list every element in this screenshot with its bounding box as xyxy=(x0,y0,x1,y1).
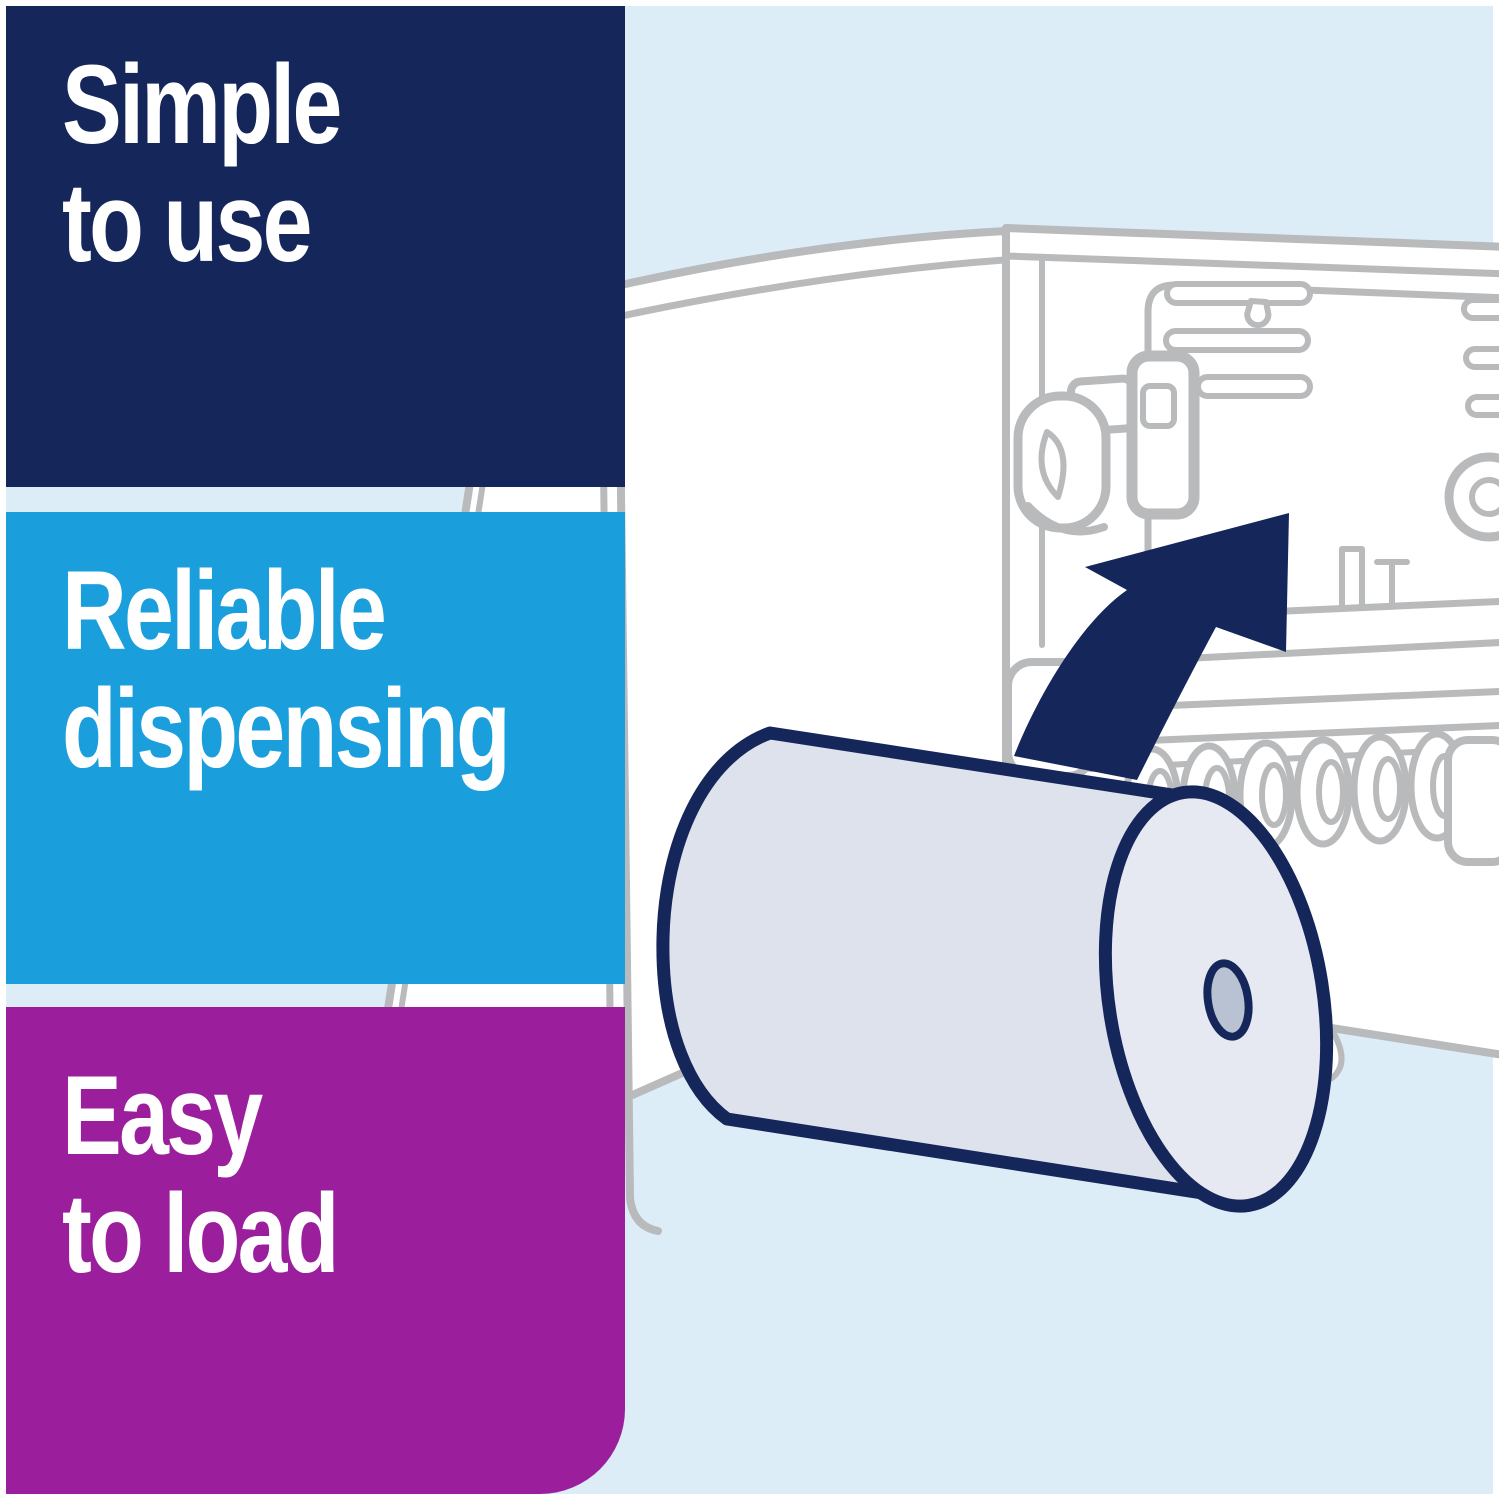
paper-roll-core-hole xyxy=(1203,959,1253,1041)
banner-text: Simple to use xyxy=(62,42,342,285)
latch-leaf-detail xyxy=(1038,429,1067,500)
keyhole-slot xyxy=(1463,346,1499,370)
keyhole-drop xyxy=(1244,298,1272,329)
banner-line: Reliable xyxy=(62,548,387,673)
pin xyxy=(1339,546,1365,615)
keyhole-slot xyxy=(1465,394,1499,418)
keyhole-slot xyxy=(1164,281,1313,306)
roller-hub xyxy=(1259,762,1289,828)
banner-text: Reliable dispensing xyxy=(62,548,511,791)
banner-text: Easy to load xyxy=(62,1053,340,1296)
latch-hook xyxy=(1024,502,1108,536)
keyhole-slot xyxy=(1195,374,1313,399)
banner-line: dispensing xyxy=(62,666,511,791)
roller-end-cylinder xyxy=(1444,736,1499,866)
paper-roll xyxy=(656,726,1334,1213)
side-knob-hub xyxy=(1469,477,1499,517)
keyhole-slot xyxy=(1163,328,1311,353)
latch-bracket xyxy=(1126,350,1200,520)
cabinet-top-edge-line xyxy=(1002,252,1499,278)
banner-reliable-dispensing: Reliable dispensing xyxy=(6,512,625,984)
latch-mechanism xyxy=(1013,350,1200,536)
banner-line: to use xyxy=(62,160,312,285)
keyhole-slots xyxy=(1163,281,1499,418)
banner-easy-to-load: Easy to load xyxy=(6,1007,625,1494)
keyhole-slot xyxy=(1461,297,1499,321)
roller-hub xyxy=(1316,759,1346,825)
banner-line: to load xyxy=(62,1171,340,1296)
banner-line: Simple xyxy=(62,42,342,167)
banner-simple-to-use: Simple to use xyxy=(6,6,625,487)
banner-line: Easy xyxy=(62,1053,263,1178)
paper-roll-body xyxy=(656,726,1223,1202)
latch-bracket-window xyxy=(1140,383,1177,429)
roller-hub xyxy=(1373,756,1403,822)
load-direction-arrow-icon xyxy=(1014,513,1289,780)
